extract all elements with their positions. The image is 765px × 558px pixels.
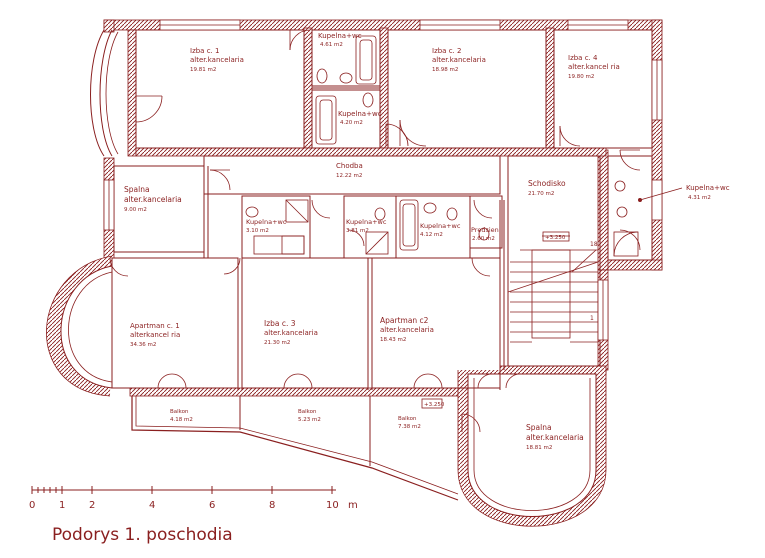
room-label-balkon3-name: Balkon <box>398 416 417 422</box>
scale-tick-6: 6 <box>209 500 215 511</box>
room-label-kup-right-area: 4.31 m2 <box>688 195 711 201</box>
level-mark-1: +3.250 <box>545 235 566 241</box>
windows <box>103 19 663 341</box>
scale-bar <box>31 486 336 494</box>
room-label-predsien-area: 2.60 m2 <box>472 236 495 242</box>
left-bay <box>46 255 113 397</box>
room-label-apt2-sub: alter.kancelaria <box>380 326 434 334</box>
room-label-kup1-area: 4.61 m2 <box>320 42 343 48</box>
sanitary-fixtures <box>245 35 639 257</box>
room-label-kup2-area: 4.20 m2 <box>340 120 363 126</box>
room-label-apt2-name: Apartman c2 <box>380 316 429 325</box>
scale-tick-2: 2 <box>89 500 95 511</box>
room-label-kup4-name: Kupelna+wc <box>346 218 387 226</box>
room-label-balkon1-area: 4.18 m2 <box>170 417 193 423</box>
room-label-kup4-area: 3.81 m2 <box>346 228 369 234</box>
room-label-balkon1-name: Balkon <box>170 409 189 415</box>
stair-number-top: 18 <box>590 241 598 248</box>
leader-line <box>639 187 683 201</box>
leader-dot <box>638 198 642 202</box>
scale-tick-10: 10 <box>326 500 339 511</box>
balcony-outline <box>131 396 459 501</box>
room-label-izba4-name: Izba c. 4 <box>568 54 598 62</box>
stair-number-bottom: 1 <box>590 315 594 322</box>
level-mark-2: +3.250 <box>424 402 445 408</box>
room-labels: Izba c. 1 alter.kancelaria 19.81 m2 Kupe… <box>124 32 730 451</box>
room-label-kup5-name: Kupelna+wc <box>420 222 461 230</box>
room-label-chodba-name: Chodba <box>336 162 363 170</box>
room-label-apt1-sub: alterkancel ria <box>130 331 180 339</box>
room-label-schodisko-name: Schodisko <box>528 179 566 188</box>
room-label-izba2-sub: alter.kancelaria <box>432 56 486 64</box>
room-label-izba1-name: Izba c. 1 <box>190 47 219 55</box>
room-label-spalna-left-name: Spalna <box>124 185 150 194</box>
scale-tick-1: 1 <box>59 500 65 511</box>
room-label-izba4-area: 19.80 m2 <box>568 74 594 80</box>
room-label-spalna-left-sub: alter.kancelaria <box>124 195 182 204</box>
room-label-apt1-name: Apartman c. 1 <box>130 322 180 330</box>
room-label-izba3-name: Izba c. 3 <box>264 319 296 328</box>
room-label-kup1-name: Kupelna+wc <box>318 32 362 40</box>
scale-tick-0: 0 <box>29 500 35 511</box>
right-bay <box>457 370 607 527</box>
room-label-izba2-area: 18.98 m2 <box>432 67 458 73</box>
level-mark-box-1 <box>542 231 570 242</box>
plan-title: Podorys 1. poschodia <box>52 525 233 545</box>
doors <box>109 29 641 433</box>
room-label-kup3-area: 3.10 m2 <box>246 228 269 234</box>
room-label-balkon2-name: Balkon <box>298 409 317 415</box>
room-label-spalna-left-area: 9.00 m2 <box>124 207 147 213</box>
room-label-apt1-area: 34.36 m2 <box>130 342 156 348</box>
room-label-schodisko-area: 21.70 m2 <box>528 191 554 197</box>
room-label-izba2-name: Izba c. 2 <box>432 47 461 55</box>
scale-labels: 0 1 2 4 6 8 10 m <box>29 500 358 511</box>
room-label-kup3-name: Kupelna+wc <box>246 218 287 226</box>
scale-tick-4: 4 <box>149 500 155 511</box>
room-label-izba4-sub: alter.kancel ria <box>568 63 620 71</box>
scale-unit: m <box>348 500 358 511</box>
room-label-kup-right-name: Kupelna+wc <box>686 184 730 192</box>
staircase <box>507 235 599 343</box>
room-label-izba3-area: 21.30 m2 <box>264 340 290 346</box>
room-label-spalna-right-name: Spalna <box>526 423 552 432</box>
room-label-kup2-name: Kupelna+wc <box>338 110 382 118</box>
room-label-spalna-right-area: 18.81 m2 <box>526 445 552 451</box>
room-label-izba1-sub: alter.kancelaria <box>190 56 244 64</box>
room-label-apt2-area: 18.43 m2 <box>380 337 406 343</box>
room-label-spalna-right-sub: alter.kancelaria <box>526 433 584 442</box>
level-mark-box-2 <box>421 398 443 409</box>
room-label-balkon3-area: 7.38 m2 <box>398 424 421 430</box>
room-label-balkon2-area: 5.23 m2 <box>298 417 321 423</box>
room-label-izba1-area: 19.81 m2 <box>190 67 216 73</box>
room-label-kup5-area: 4.12 m2 <box>420 232 443 238</box>
scale-tick-8: 8 <box>269 500 275 511</box>
room-label-predsien-name: Predsien <box>471 226 499 234</box>
room-label-chodba-area: 12.22 m2 <box>336 173 362 179</box>
room-label-izba3-sub: alter.kancelaria <box>264 329 318 337</box>
